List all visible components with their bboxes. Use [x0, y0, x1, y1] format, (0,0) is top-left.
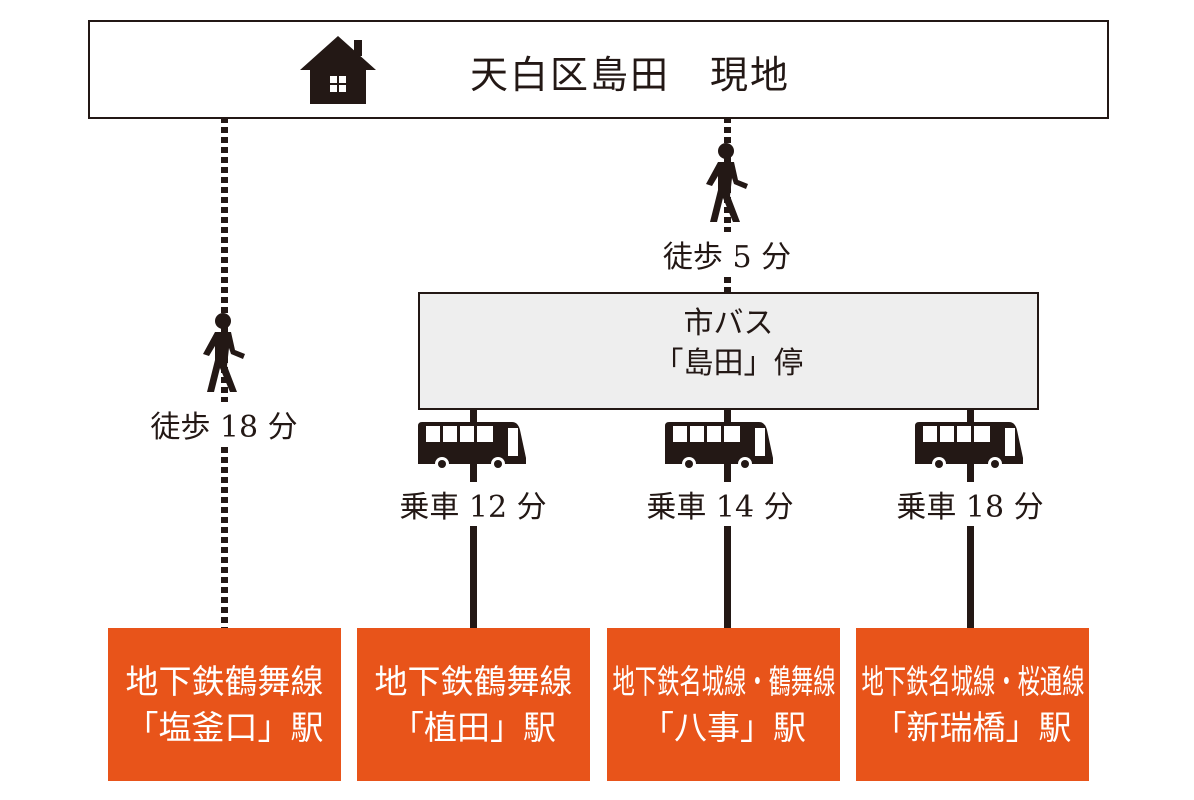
station-box-shiogamaguchi: 地下鉄鶴舞線 「塩釜口」駅: [108, 628, 341, 781]
station-name: 「八事」駅: [641, 707, 806, 747]
bus-icon: [665, 422, 773, 471]
station-line: 地下鉄鶴舞線: [374, 661, 573, 701]
bus-stop-name: 「島田」停: [653, 346, 804, 381]
station-box-aratamabashi: 地下鉄名城線・桜通線 「新瑞橋」駅: [856, 628, 1089, 781]
station-line: 地下鉄名城線・桜通線: [860, 661, 1085, 701]
destination-box: [88, 20, 1109, 119]
bus-time-label: 乗車 12 分: [397, 482, 549, 526]
bus-icon: [418, 422, 526, 471]
walk-time-label: 徒歩 5 分: [660, 232, 794, 276]
destination-title: 天白区島田 現地: [470, 53, 791, 97]
bus-stop-operator: 市バス: [683, 306, 774, 341]
station-line: 地下鉄鶴舞線: [125, 661, 324, 701]
station-line: 地下鉄名城線・鶴舞線: [611, 661, 836, 701]
walking-person-icon: [706, 143, 748, 222]
walk-time-label: 徒歩 18 分: [148, 402, 300, 446]
bus-time-label: 乗車 14 分: [644, 482, 796, 526]
bus-icon: [915, 422, 1023, 471]
station-name: 「植田」駅: [391, 707, 556, 747]
bus-stop-box: 市バス 「島田」停: [418, 292, 1039, 410]
station-box-ueda: 地下鉄鶴舞線 「植田」駅: [357, 628, 590, 781]
bus-time-label: 乗車 18 分: [894, 482, 1046, 526]
walking-person-icon: [203, 313, 245, 392]
station-box-yagoto: 地下鉄名城線・鶴舞線 「八事」駅: [607, 628, 840, 781]
station-name: 「塩釜口」駅: [125, 707, 324, 747]
station-name: 「新瑞橋」駅: [873, 707, 1072, 747]
house-icon: [300, 36, 376, 104]
